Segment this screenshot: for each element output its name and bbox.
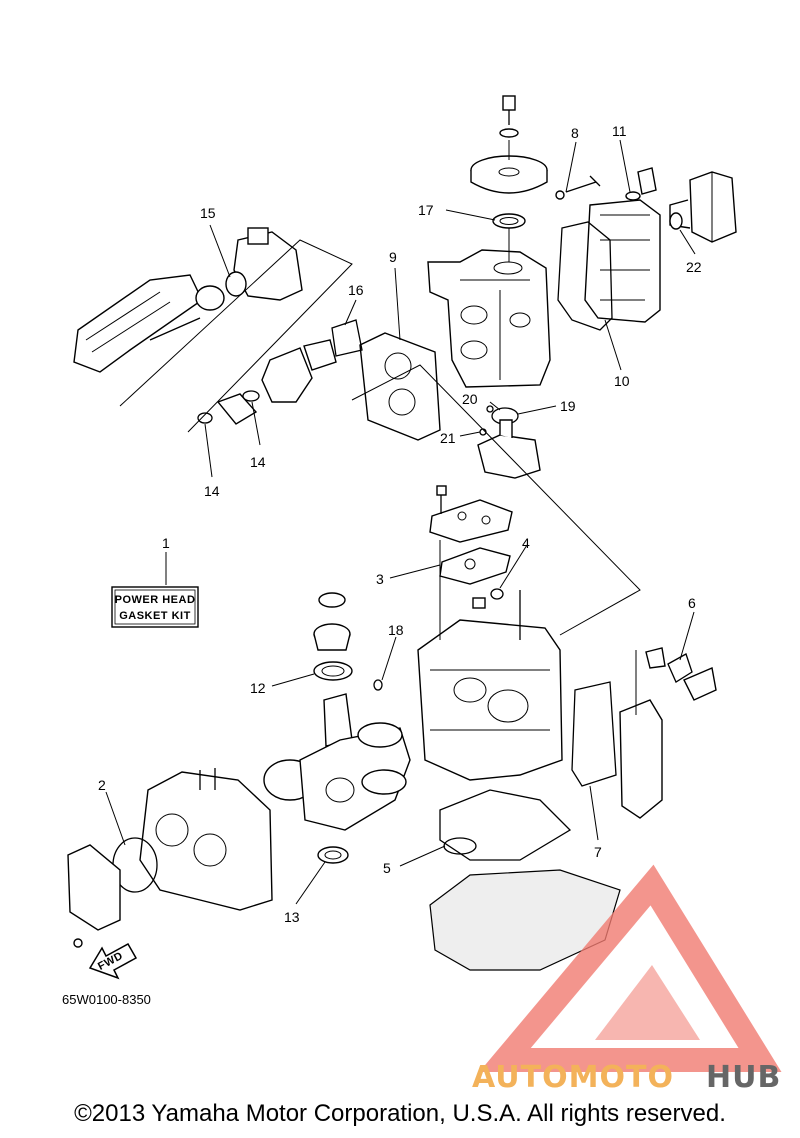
callout-12: 12 (250, 680, 266, 696)
crankcase (417, 590, 563, 781)
callout-5: 5 (383, 860, 391, 876)
exhaust-cover-7 (571, 650, 663, 819)
thermostat-cap (669, 171, 737, 243)
cover-assembly (584, 199, 661, 323)
crankshaft-assembly (263, 693, 411, 831)
lower-gaskets-5 (429, 789, 621, 971)
part-code: 65W0100-8350 (62, 992, 151, 1007)
callout-15: 15 (200, 205, 216, 221)
thermostat-parts-6 (645, 647, 717, 701)
watermark-part1: AUTOMOTO (472, 1060, 674, 1095)
callout-11: 11 (612, 123, 627, 139)
fwd-arrow-icon: FWD (88, 942, 138, 980)
callout-21: 21 (440, 430, 456, 446)
water-pump-parts (477, 405, 541, 479)
callout-1: 1 (162, 535, 170, 551)
flywheel-assembly (470, 95, 548, 194)
callout-14b: 14 (250, 454, 266, 470)
callout-19: 19 (560, 398, 576, 414)
assembly-boundary-upper (119, 239, 641, 636)
exhaust-manifold-left (67, 768, 273, 948)
gasket-kit-label: POWER HEAD GASKET KIT (111, 586, 199, 628)
automotohub-logo: AUTOMOTO HUB (472, 864, 782, 1095)
intake-manifold (197, 319, 363, 425)
callout-4: 4 (522, 535, 530, 551)
callout-17: 17 (418, 202, 434, 218)
oil-seal-17 (492, 213, 526, 229)
oring-4 (472, 588, 504, 609)
small-parts-8-11-22 (555, 167, 683, 230)
callout-2: 2 (98, 777, 106, 793)
callout-18: 18 (388, 622, 404, 638)
cylinder-head (427, 228, 551, 388)
callout-10: 10 (614, 373, 630, 389)
head-gasket-9 (359, 332, 441, 441)
watermark-part2: HUB (706, 1060, 781, 1095)
callout-14a: 14 (204, 483, 220, 499)
callout-6: 6 (688, 595, 696, 611)
callout-16: 16 (348, 282, 364, 298)
callout-20: 20 (462, 391, 478, 407)
callout-13: 13 (284, 909, 300, 925)
callout-8: 8 (571, 125, 579, 141)
callout-layer: 8 11 17 15 22 9 16 10 20 19 21 14 14 1 4… (98, 123, 702, 925)
intake-silencer (73, 274, 203, 373)
callout-9: 9 (389, 249, 397, 265)
callout-3: 3 (376, 571, 384, 587)
bearings-and-seals (313, 592, 383, 864)
callout-22: 22 (686, 259, 702, 275)
kit-label-line1: POWER HEAD (115, 594, 196, 606)
copyright-text: ©2013 Yamaha Motor Corporation, U.S.A. A… (74, 1100, 726, 1127)
kit-label-line2: GASKET KIT (119, 610, 191, 622)
carburetor (149, 227, 303, 341)
callout-7: 7 (594, 844, 602, 860)
plate-and-gasket-3 (429, 485, 513, 640)
